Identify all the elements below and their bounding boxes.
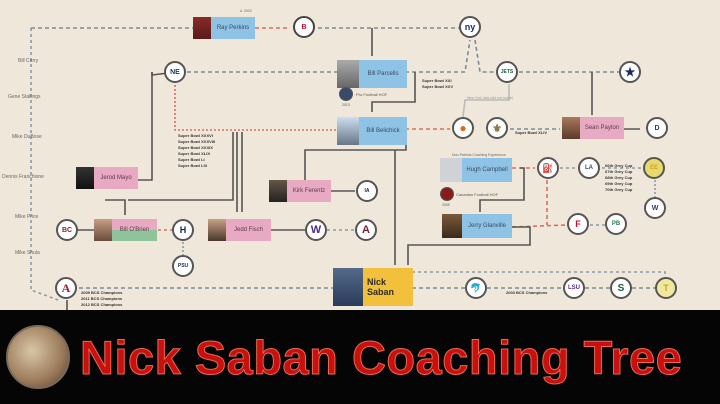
cowboys-logo-icon: ★ <box>619 61 641 83</box>
node-kirk-ferentz[interactable]: Kirk Ferentz <box>269 180 331 202</box>
toledo-logo-icon: T <box>655 277 677 299</box>
bill-parcells-photo <box>337 60 359 88</box>
node-nick-saban[interactable]: Nick Saban <box>333 268 413 306</box>
jerod-mayo-photo <box>76 167 94 189</box>
node-bill-belichick[interactable]: Bill Belichick <box>337 117 407 145</box>
alabama-bcs-titles: 2009 BCS Champions 2011 BCS Champions 20… <box>81 290 123 307</box>
sean-payton-label: Sean Payton <box>580 117 624 139</box>
hugh-campbell-label: Hugh Campbell <box>462 158 512 182</box>
bill-belichick-photo <box>337 117 359 145</box>
mentor-bill-curry: Bill Curry <box>18 58 39 64</box>
kirk-ferentz-label: Kirk Ferentz <box>287 180 331 202</box>
node-jerod-mayo[interactable]: Jerod Mayo <box>76 167 138 189</box>
page-title: Nick Saban Coaching Tree <box>79 330 683 384</box>
jets-logo-icon: JETS <box>496 61 518 83</box>
kirk-ferentz-photo <box>269 180 287 202</box>
bill-obrien-label: Bill O'Brien <box>112 219 157 241</box>
broncos-logo-icon: D <box>646 117 668 139</box>
node-sean-payton[interactable]: Sean Payton <box>562 117 624 139</box>
michigan-state-logo-icon: S <box>610 277 632 299</box>
patriots-logo-icon: NE <box>164 61 186 83</box>
node-bill-parcells[interactable]: Bill Parcells <box>337 60 407 88</box>
iowa-logo-icon: IA <box>356 180 378 202</box>
campbell-top-note: Non-Patriots Coaching Experience <box>452 153 506 157</box>
texans-logo-icon: H <box>172 219 194 241</box>
jerry-glanville-label: Jerry Glanville <box>462 214 512 238</box>
nick-saban-photo <box>333 268 363 306</box>
jerod-mayo-label: Jerod Mayo <box>94 167 138 189</box>
sean-payton-photo <box>562 117 580 139</box>
falcons-logo-icon: F <box>567 213 589 235</box>
lsu-logo-icon: LSU <box>563 277 585 299</box>
giants-logo-icon: ny <box>459 16 481 38</box>
edmonton-logo-icon: EE <box>643 157 665 179</box>
saints-logo-icon: ⚜ <box>486 117 508 139</box>
pro-football-hof-icon <box>339 87 353 101</box>
coaching-tree-diagram: Bill Curry Gene Stallings Mike DuBose De… <box>0 0 720 310</box>
node-hugh-campbell[interactable]: Hugh Campbell <box>440 158 512 182</box>
campbell-hof-year: 2000 <box>442 203 450 207</box>
alabama-logo-icon: A <box>55 277 77 299</box>
mentor-gene-stallings: Gene Stallings <box>8 94 41 100</box>
parcells-hof-year: 2013 <box>342 103 350 107</box>
ray-perkins-label: Ray Perkins <box>211 17 255 39</box>
whitworth-logo-icon: W <box>644 197 666 219</box>
la-express-logo-icon: LA <box>578 157 600 179</box>
mentor-mike-price: Mike Price <box>15 214 39 220</box>
campbell-hof-label: Canadian Football HOF <box>456 192 499 197</box>
bill-obrien-photo <box>94 219 112 241</box>
jedd-fisch-photo <box>208 219 226 241</box>
buccaneers-logo-icon: B <box>293 16 315 38</box>
parcells-super-bowls: Super Bowl XXI Super Bowl XXV <box>422 78 454 89</box>
saban-bcs-title: 2003 BCS Champions <box>506 290 548 295</box>
title-banner: Nick Saban Coaching Tree <box>0 310 720 404</box>
bill-parcells-label: Bill Parcells <box>359 60 407 88</box>
connector-lines <box>30 27 666 310</box>
boston-college-logo-icon: BC <box>56 219 78 241</box>
node-jedd-fisch[interactable]: Jedd Fisch <box>208 219 271 241</box>
jedd-fisch-label: Jedd Fisch <box>226 219 271 241</box>
parcells-hof-label: Pro Football HOF <box>356 92 388 97</box>
node-bill-obrien[interactable]: Bill O'Brien <box>94 219 157 241</box>
arizona-logo-icon: A <box>355 219 377 241</box>
ray-perkins-photo <box>193 17 211 39</box>
dolphins-logo-icon: 🐬 <box>465 277 487 299</box>
washington-logo-icon: W <box>305 219 327 241</box>
portland-breakers-logo-icon: PB <box>605 213 627 235</box>
tree-logo-icon <box>6 325 70 389</box>
mentor-mike-dubose: Mike DuBose <box>12 134 42 140</box>
nick-saban-label: Nick Saban <box>363 268 413 306</box>
bill-belichick-label: Bill Belichick <box>359 117 407 145</box>
node-ray-perkins[interactable]: Ray Perkins <box>193 17 255 39</box>
jerry-glanville-photo <box>442 214 462 238</box>
campbell-grey-cups: 66th Grey Cup 67th Grey Cup 68th Grey Cu… <box>605 163 633 192</box>
mentor-mike-shula: Mike Shula <box>15 250 40 256</box>
mentor-dennis-franchione: Dennis Franchione <box>2 174 44 180</box>
penn-state-logo-icon: PSU <box>172 255 194 277</box>
belichick-super-bowls: Super Bowl XXXVI Super Bowl XXXVIII Supe… <box>178 133 216 168</box>
browns-logo-icon: ● <box>452 117 474 139</box>
canadian-football-hof-icon <box>440 187 454 201</box>
payton-super-bowl: Super Bowl XLIV <box>515 130 548 135</box>
oilers-logo-icon: ⛽ <box>537 157 559 179</box>
jets-note: New York Jets (did not coach) <box>467 96 514 100</box>
hugh-campbell-photo <box>440 158 462 182</box>
node-jerry-glanville[interactable]: Jerry Glanville <box>442 214 512 238</box>
perkins-death-note: d. 2020 <box>240 9 252 13</box>
